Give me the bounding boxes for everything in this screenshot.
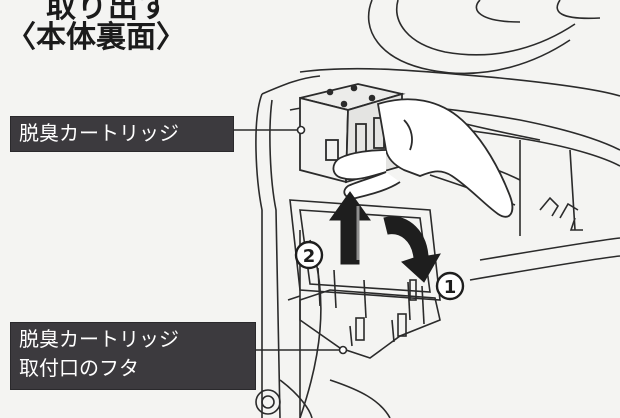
cartridge-label-text: 脱臭カートリッジ	[19, 121, 179, 145]
device-body	[255, 0, 620, 418]
step-1-badge: 1	[435, 271, 465, 301]
cartridge-port	[287, 199, 441, 359]
lid-label-line-1: 脱臭カートリッジ	[19, 327, 179, 351]
cartridge-label: 脱臭カートリッジ	[10, 116, 234, 152]
thick-up-arrow-icon	[329, 191, 371, 265]
cartridge-lid-label: 脱臭カートリッジ 取付口のフタ	[10, 322, 256, 390]
curved-down-arrow-icon	[383, 216, 441, 283]
step-1-number: 1	[444, 277, 457, 298]
lid-label-line-2: 取付口のフタ	[19, 356, 139, 380]
step-2-number: 2	[303, 246, 316, 267]
step-2-badge: 2	[294, 240, 324, 270]
section-title: 〈本体裏面〉	[6, 20, 186, 55]
hand-illustration	[332, 98, 514, 218]
partial-heading-text: 取り出す	[46, 0, 170, 25]
leader-lines	[226, 125, 348, 355]
